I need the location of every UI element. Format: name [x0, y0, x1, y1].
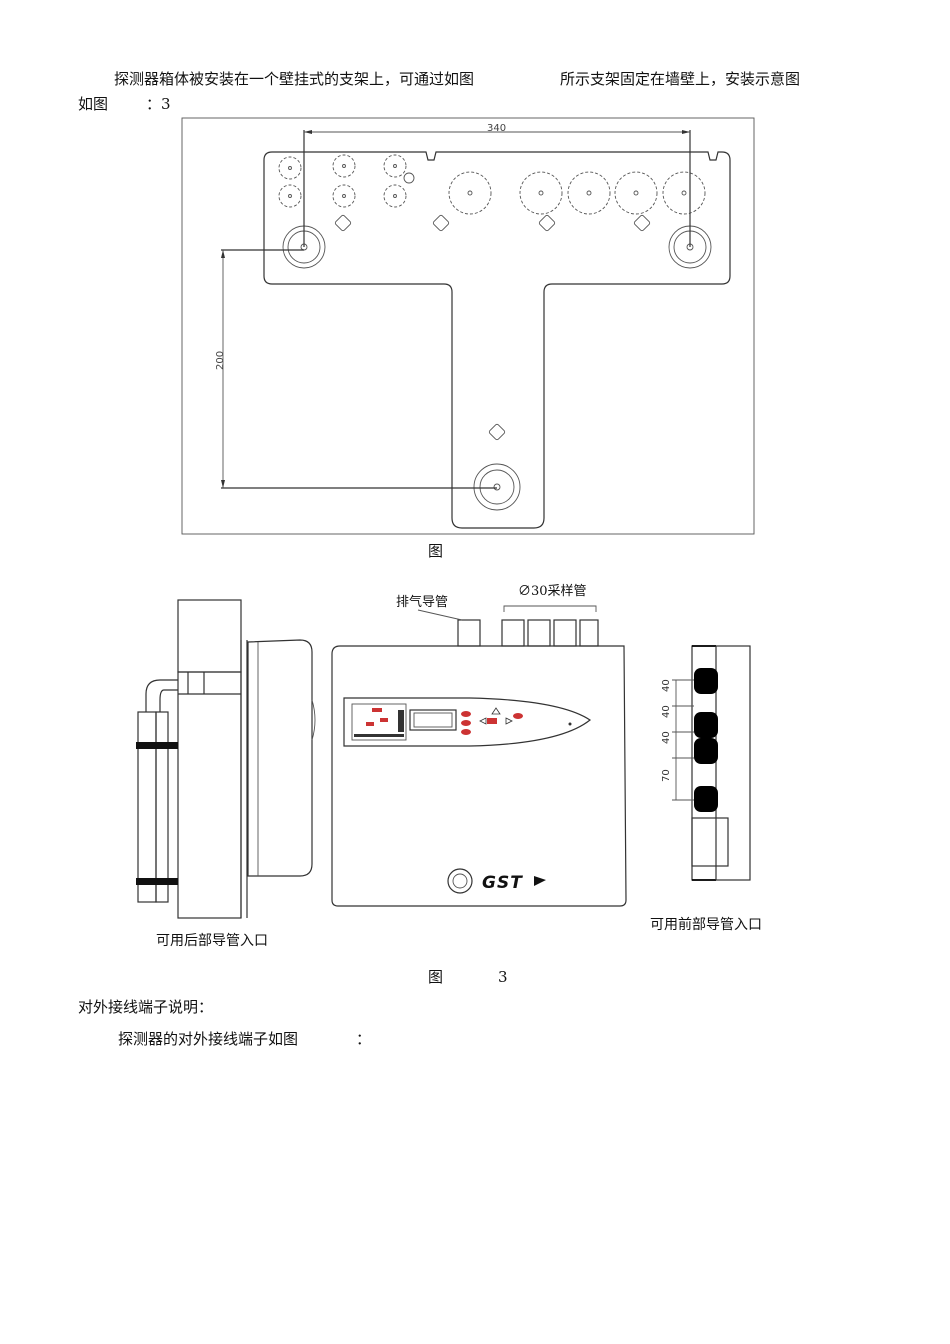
- spacing-label-3: 40: [661, 731, 672, 744]
- logo-wave-icon: [534, 876, 546, 886]
- dimension-width: [303, 130, 691, 247]
- spacing-label-2: 40: [661, 705, 672, 718]
- dim-height-label: 200: [215, 351, 226, 370]
- exhaust-label: 排气导管: [396, 594, 448, 610]
- front-entry-label: 可用前部导管入口: [650, 916, 762, 933]
- side-view: [136, 599, 316, 919]
- dimension-height: [221, 249, 497, 489]
- section-heading: 对外接线端子说明：: [78, 998, 214, 1016]
- dim-width-label: 340: [487, 123, 506, 134]
- diamond-marks: [334, 214, 651, 441]
- right-view: [672, 645, 751, 881]
- sampling-label: ∅30采样管: [518, 584, 587, 599]
- intro-line-2-suffix: ：3: [146, 95, 171, 113]
- section-body-suffix: ：: [356, 1030, 372, 1048]
- figure2-caption-prefix: 图: [428, 968, 444, 986]
- figure1-caption: 图: [428, 542, 444, 560]
- front-view: [331, 605, 627, 907]
- small-holes: [278, 154, 415, 208]
- section-body: 探测器的对外接线端子如图: [118, 1030, 299, 1048]
- intro-line-1-continued: 所示支架固定在墙壁上，安装示意图: [560, 70, 801, 88]
- rear-entry-label: 可用后部导管入口: [156, 933, 268, 949]
- gst-logo: GST: [482, 873, 523, 893]
- figure2-caption-number: 3: [498, 968, 508, 986]
- intro-line-1: 探测器箱体被安装在一个壁挂式的支架上，可通过如图: [114, 70, 475, 88]
- intro-line-2: 如图: [78, 95, 109, 113]
- spacing-label-1: 40: [661, 679, 672, 692]
- large-holes: [448, 171, 706, 215]
- spacing-label-4: 70: [661, 769, 672, 782]
